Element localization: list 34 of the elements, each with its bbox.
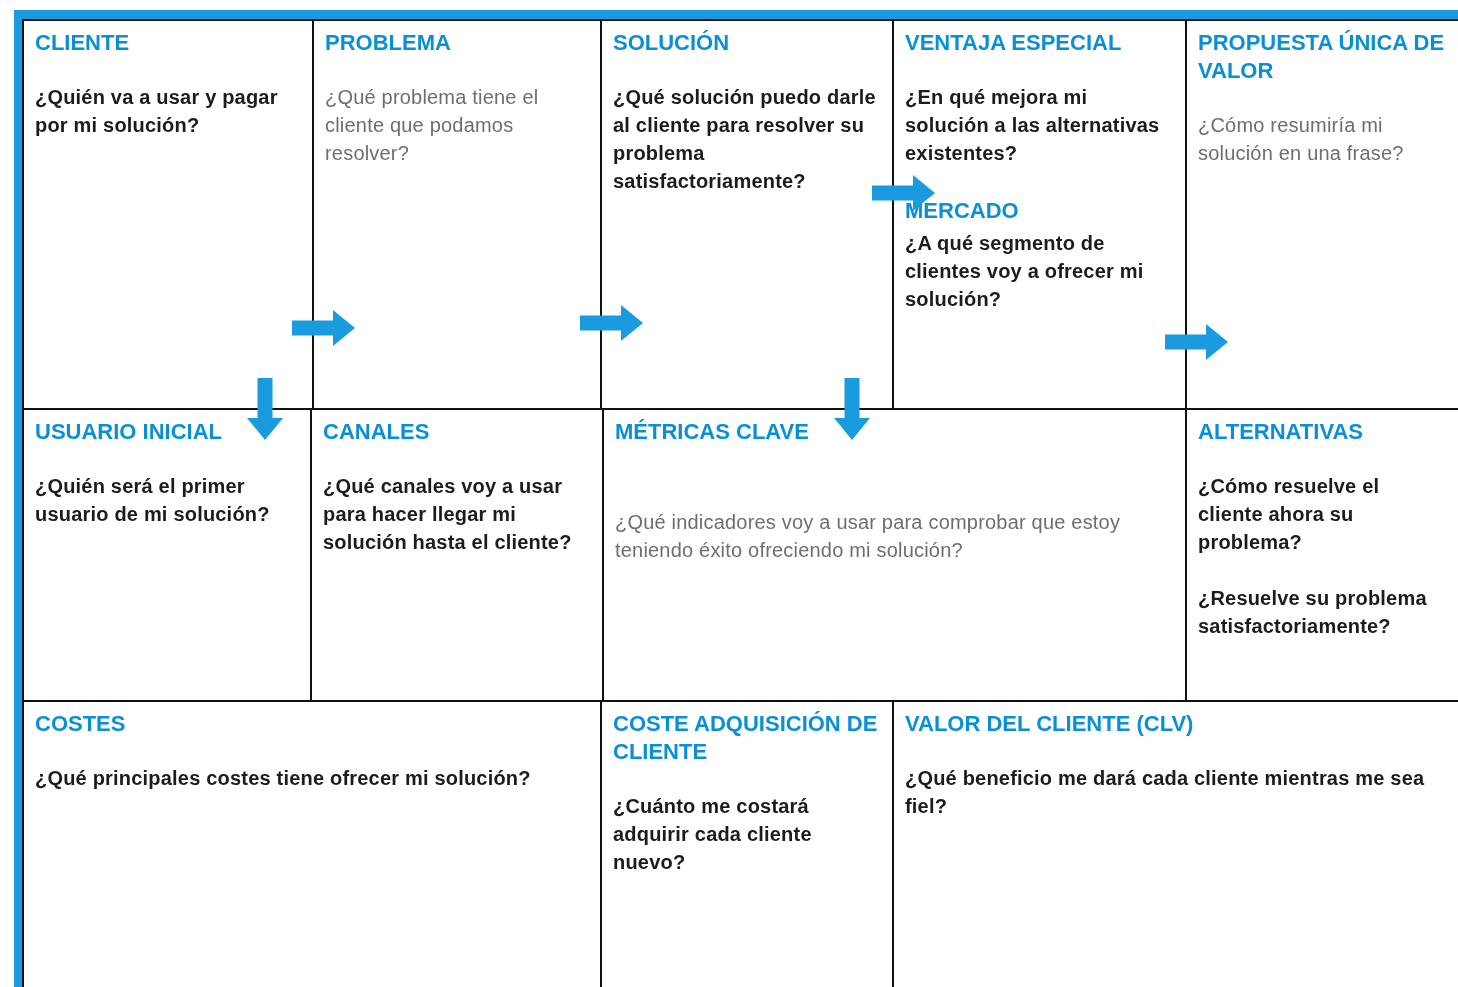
question-text: ¿Qué solución puedo darle al cliente para resolver su problema satisfactoriamente?	[613, 85, 877, 194]
cell-heading: ALTERNATIVAS	[1198, 418, 1364, 446]
question-text: ¿Qué beneficio me dará cada cliente mientras me sea fiel?	[905, 766, 1426, 819]
cell-heading: VENTAJA ESPECIAL	[905, 29, 1123, 57]
arrow	[872, 175, 935, 211]
arrow	[1165, 324, 1228, 360]
question-text: ¿Qué canales voy a usar para hacer llegar mi solución hasta el cliente?	[323, 474, 573, 555]
cell-heading: COSTES	[35, 710, 127, 738]
question-text: ¿Qué indicadores voy a usar para comprobar que estoy teniendo éxito ofreciendo mi solución?	[615, 510, 1122, 563]
question-text: ¿A qué segmento de clientes voy a ofrecer mi solución?	[905, 231, 1145, 312]
question-text: ¿Qué problema tiene el cliente que podamos resolver?	[325, 85, 540, 166]
question-text: ¿Cómo resumiría mi solución en una frase?	[1198, 113, 1405, 166]
cell-heading: CANALES	[323, 418, 431, 446]
question-text: ¿Resuelve su problema satisfactoriamente?	[1198, 586, 1428, 639]
cell-heading: MERCADO	[905, 197, 1020, 225]
question-text: ¿Quién será el primer usuario de mi solución?	[35, 474, 271, 527]
question-text: ¿Qué principales costes tiene ofrecer mi solución?	[35, 766, 532, 791]
cell-heading: PROPUESTA ÚNICA DE VALOR	[1198, 29, 1446, 85]
arrow	[292, 310, 355, 346]
cell-heading: PROBLEMA	[325, 29, 452, 57]
question-text: ¿En qué mejora mi solución a las alternativas existentes?	[905, 85, 1161, 166]
canvas-cell	[22, 19, 314, 410]
arrow	[834, 378, 870, 440]
cell-heading: SOLUCIÓN	[613, 29, 731, 57]
question-text: ¿Quién va a usar y pagar por mi solución?	[35, 85, 279, 138]
question-text: ¿Cómo resuelve el cliente ahora su problema?	[1198, 474, 1381, 555]
arrow	[247, 378, 283, 440]
cell-heading: USUARIO INICIAL	[35, 418, 223, 446]
question-text: ¿Cuánto me costará adquirir cada cliente nuevo?	[613, 794, 813, 875]
cell-heading: COSTE ADQUISICIÓN DE CLIENTE	[613, 710, 879, 766]
cell-heading: CLIENTE	[35, 29, 131, 57]
arrow	[580, 305, 643, 341]
cell-heading: VALOR DEL CLIENTE (CLV)	[905, 710, 1195, 738]
cell-heading: MÉTRICAS CLAVE	[615, 418, 810, 446]
